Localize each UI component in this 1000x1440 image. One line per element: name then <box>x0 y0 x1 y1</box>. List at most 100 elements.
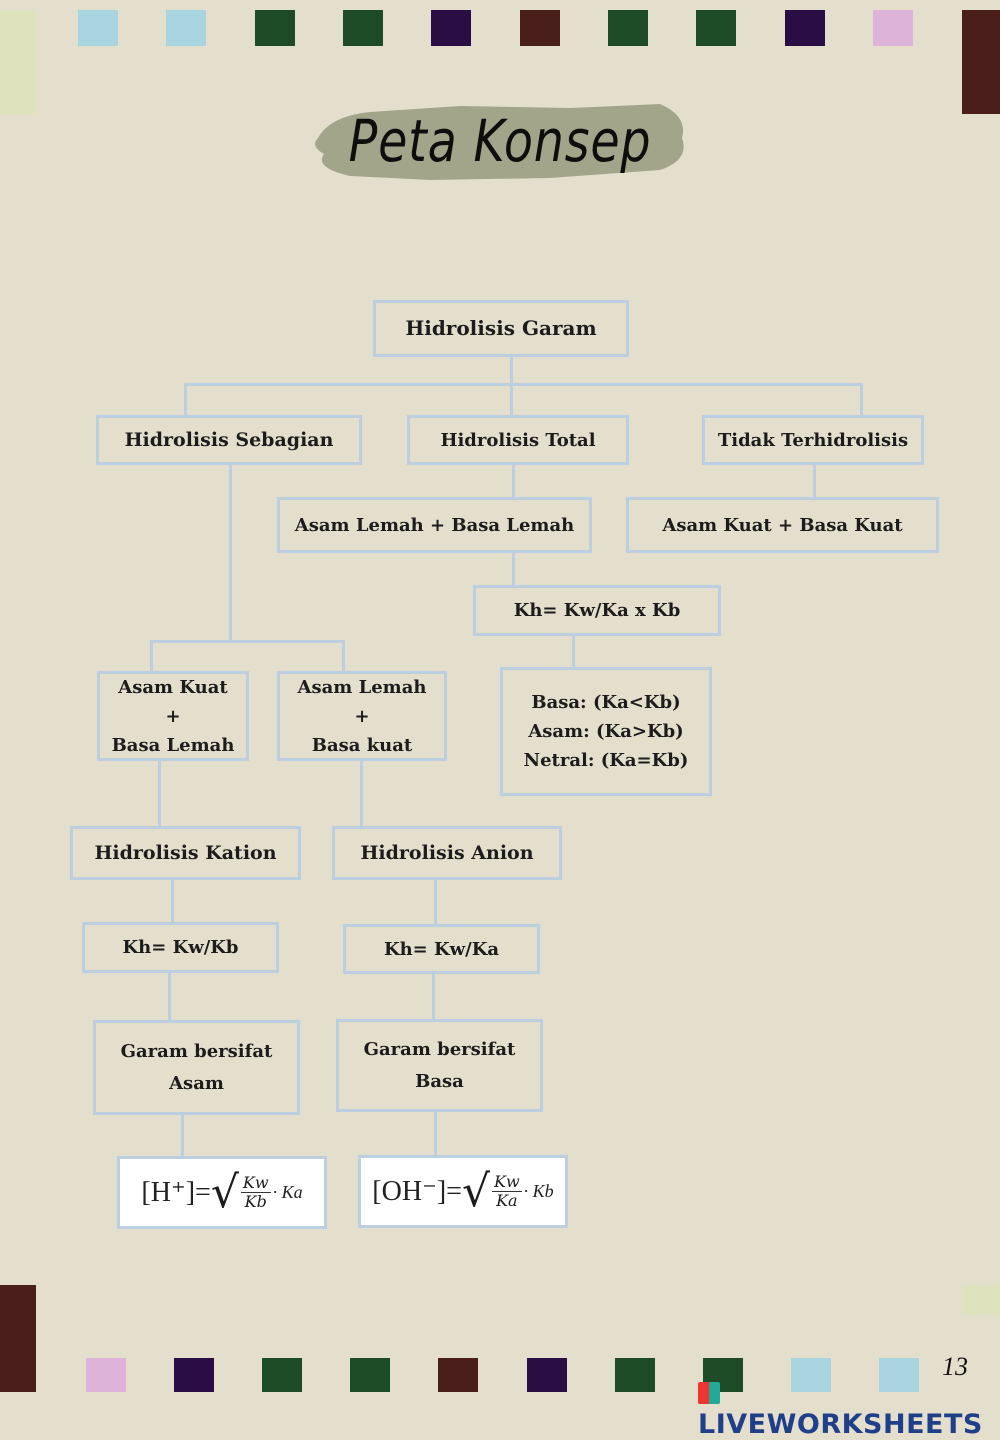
node-label: Basa kuat <box>311 734 413 756</box>
line <box>229 463 232 641</box>
decor-strip-right <box>962 10 1000 114</box>
decor-strip-right <box>962 1285 1000 1315</box>
decor-square <box>255 10 295 46</box>
node-label: Kh= Kw/Ka <box>383 938 500 960</box>
formula-h-plus: [H⁺]= √ Kw Kb · Ka <box>117 1156 327 1229</box>
line <box>512 463 515 498</box>
node-label: Asam Kuat <box>118 676 228 698</box>
formula-tail: · Kb <box>523 1181 554 1201</box>
line <box>360 759 363 828</box>
node-label: Hidrolisis Sebagian <box>124 428 334 451</box>
line <box>342 640 345 672</box>
node-hidrolisis-kation: Hidrolisis Kation <box>70 826 301 880</box>
node-label: Hidrolisis Total <box>440 429 596 451</box>
decor-square <box>350 1358 390 1392</box>
decor-square <box>608 10 648 46</box>
node-label: Basa Lemah <box>111 734 235 756</box>
page-number: 13 <box>942 1352 968 1381</box>
line <box>510 355 513 385</box>
line <box>168 971 171 1022</box>
decor-square <box>527 1358 567 1392</box>
line <box>860 383 863 416</box>
decor-square <box>262 1358 302 1392</box>
node-label: Asam <box>169 1072 224 1094</box>
node-label: Asam: (Ka>Kb) <box>528 721 684 742</box>
fraction-denominator: Kb <box>244 1192 267 1211</box>
node-kh-kation: Kh= Kw/Kb <box>82 922 279 973</box>
formula-fraction: Kw Ka <box>492 1173 522 1210</box>
line <box>434 878 437 926</box>
formula-fraction: Kw Kb <box>240 1173 271 1211</box>
formula-lhs: [OH⁻]= <box>372 1176 462 1207</box>
node-label: Netral: (Ka=Kb) <box>523 750 689 771</box>
line <box>181 1113 184 1158</box>
liveworksheets-mark-icon <box>698 1382 720 1404</box>
node-hidrolisis-sebagian: Hidrolisis Sebagian <box>96 415 362 465</box>
line <box>150 640 345 643</box>
line <box>171 878 174 924</box>
node-label: Tidak Terhidrolisis <box>717 429 909 451</box>
node-tidak-terhidrolisis: Tidak Terhidrolisis <box>702 415 924 465</box>
line <box>158 759 161 828</box>
node-label: Kh= Kw/Kb <box>122 937 239 958</box>
node-asam-lemah-basa-kuat: Asam Lemah + Basa kuat <box>277 671 447 761</box>
node-hidrolisis-total: Hidrolisis Total <box>407 415 629 465</box>
sqrt-symbol: √ <box>210 1166 239 1218</box>
node-label: Asam Lemah + Basa Lemah <box>294 514 575 536</box>
node-asam-kuat-basa-kuat: Asam Kuat + Basa Kuat <box>626 497 939 553</box>
line <box>813 463 816 498</box>
node-label: Basa: (Ka<Kb) <box>531 692 681 713</box>
node-garam-asam: Garam bersifat Asam <box>93 1020 300 1115</box>
node-label: Hidrolisis Anion <box>360 841 534 864</box>
decor-square <box>785 10 825 46</box>
node-hidrolisis-anion: Hidrolisis Anion <box>332 826 562 880</box>
node-label: Hidrolisis Kation <box>94 841 277 864</box>
node-label: Basa <box>415 1070 464 1092</box>
node-sifat-total: Basa: (Ka<Kb) Asam: (Ka>Kb) Netral: (Ka=… <box>500 667 712 796</box>
decor-square <box>174 1358 214 1392</box>
node-label: Hidrolisis Garam <box>405 316 597 340</box>
page-title: Peta Konsep <box>348 107 652 175</box>
line <box>432 971 435 1021</box>
decor-strip-left <box>0 10 36 114</box>
fraction-numerator: Kw <box>492 1172 522 1192</box>
decor-square <box>879 1358 919 1392</box>
line <box>184 383 863 386</box>
node-label: Kh= Kw/Ka x Kb <box>513 600 681 621</box>
node-label: Asam Kuat + Basa Kuat <box>662 514 903 536</box>
formula-oh-minus: [OH⁻]= √ Kw Ka · Kb <box>358 1155 568 1228</box>
node-kh-total: Kh= Kw/Ka x Kb <box>473 585 721 636</box>
node-label: + <box>354 705 370 727</box>
fraction-numerator: Kw <box>240 1173 271 1193</box>
decor-square <box>615 1358 655 1392</box>
line <box>184 383 187 416</box>
sqrt-symbol: √ <box>461 1165 491 1217</box>
decor-square <box>520 10 560 46</box>
node-hidrolisis-garam: Hidrolisis Garam <box>373 300 629 357</box>
line <box>434 1110 437 1157</box>
decor-strip-left <box>0 1285 36 1392</box>
decor-square <box>696 10 736 46</box>
node-kh-anion: Kh= Kw/Ka <box>343 924 540 974</box>
watermark-text: LIVEWORKSHEETS <box>698 1409 983 1440</box>
node-label: Garam bersifat <box>120 1040 273 1062</box>
node-label: Asam Lemah <box>297 676 427 698</box>
node-asam-lemah-basa-lemah: Asam Lemah + Basa Lemah <box>277 497 592 553</box>
decor-square <box>431 10 471 46</box>
line <box>572 634 575 669</box>
line <box>510 383 513 416</box>
decor-square <box>873 10 913 46</box>
decor-square <box>86 1358 126 1392</box>
node-asam-kuat-basa-lemah: Asam Kuat + Basa Lemah <box>97 671 249 761</box>
title-brush-stroke <box>315 104 684 180</box>
liveworksheets-logo: LIVEWORKSHEETS <box>698 1378 1000 1440</box>
line <box>512 551 515 587</box>
node-garam-basa: Garam bersifat Basa <box>336 1019 543 1112</box>
fraction-denominator: Ka <box>496 1191 518 1210</box>
formula-tail: · Ka <box>272 1182 303 1202</box>
node-label: + <box>165 705 181 727</box>
decor-square <box>343 10 383 46</box>
decor-square <box>791 1358 831 1392</box>
decor-square <box>78 10 118 46</box>
node-label: Garam bersifat <box>363 1038 516 1060</box>
